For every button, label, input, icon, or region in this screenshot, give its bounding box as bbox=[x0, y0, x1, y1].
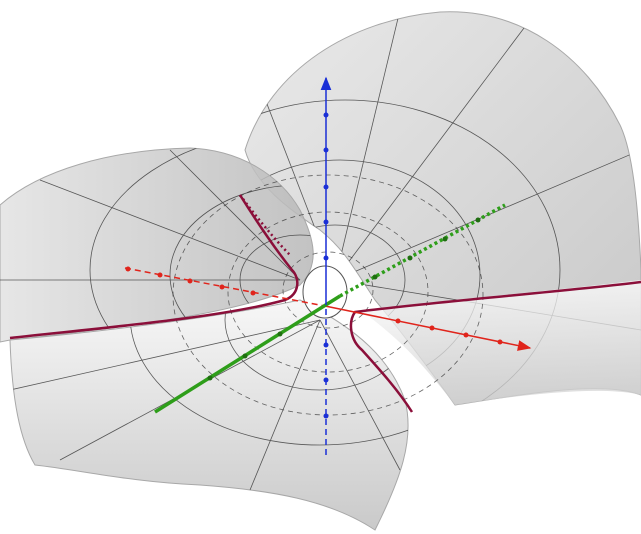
curve-dotted-branch bbox=[239, 194, 291, 256]
x-axis-solid-part bbox=[324, 305, 532, 351]
z-axis bbox=[320, 76, 332, 455]
x-axis-ticks bbox=[125, 266, 503, 345]
center-hole bbox=[302, 265, 348, 319]
y-axis bbox=[154, 203, 506, 414]
y-axis-ticks bbox=[207, 217, 481, 381]
z-axis-ticks bbox=[323, 112, 329, 419]
y-axis-solid-part bbox=[154, 294, 341, 414]
x-axis bbox=[124, 266, 532, 351]
